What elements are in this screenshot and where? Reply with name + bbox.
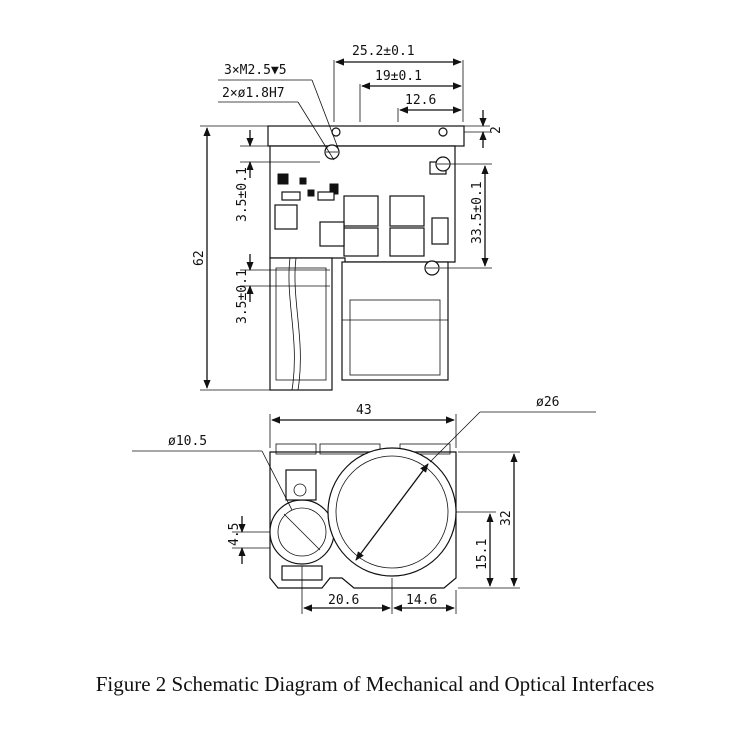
dim-thread-holes: 3×M2.5▼5 — [224, 63, 287, 78]
top-view: 25.2±0.1 19±0.1 12.6 3×M2.5▼5 2×ø1.8H7 6… — [192, 44, 504, 391]
dim-hole-spacing: 33.5±0.1 — [470, 181, 485, 244]
dim-front-height: 32 — [499, 510, 514, 526]
dim-center-height: 15.1 — [475, 539, 490, 570]
dim-height-total: 62 — [192, 250, 207, 266]
dim-offset-lower: 3.5±0.1 — [235, 269, 250, 324]
dim-top-gap: 2 — [489, 126, 504, 134]
dim-width-mid: 19±0.1 — [375, 69, 422, 84]
dim-width-total: 25.2±0.1 — [352, 44, 415, 59]
dim-pin-holes: 2×ø1.8H7 — [222, 86, 285, 101]
dim-front-width: 43 — [356, 403, 372, 418]
dim-small-offset: 4.5 — [227, 523, 242, 546]
dim-bottom-left: 20.6 — [328, 593, 359, 608]
dim-width-small: 12.6 — [405, 93, 436, 108]
dim-offset-upper: 3.5±0.1 — [235, 167, 250, 222]
front-view: 43 ø10.5 ø26 32 15.1 4.5 20.6 14.6 — [132, 395, 596, 614]
dim-small-lens-dia: ø10.5 — [168, 434, 207, 449]
dim-bottom-right: 14.6 — [406, 593, 437, 608]
figure-caption: Figure 2 Schematic Diagram of Mechanical… — [95, 672, 655, 696]
dim-large-lens-dia: ø26 — [536, 395, 559, 410]
